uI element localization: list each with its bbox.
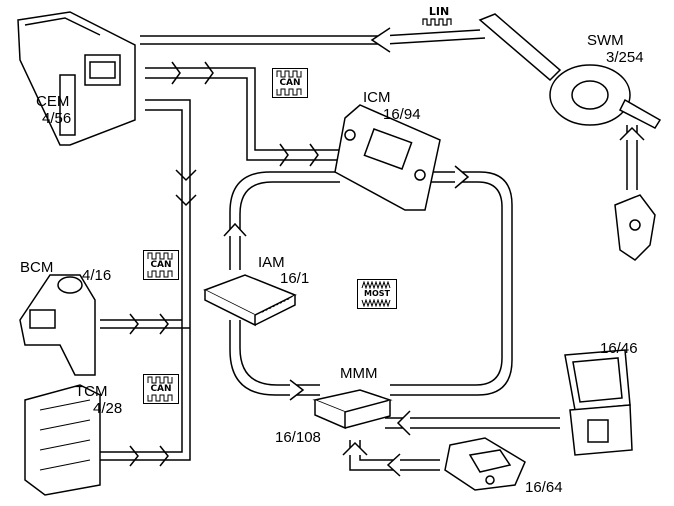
swm-code-label: 3/254 — [606, 49, 644, 66]
lin-bus-link — [140, 27, 486, 53]
swm-module — [478, 13, 662, 129]
mmm-module — [312, 389, 393, 430]
can-badge-top: CAN — [272, 68, 308, 98]
bcm-name-label: BCM — [20, 259, 54, 276]
can-wave-icon-bcm — [147, 252, 173, 260]
most-label: MOST — [364, 289, 390, 298]
can-label-top: CAN — [279, 78, 301, 88]
cem-module — [17, 11, 136, 146]
link-mmm-display — [385, 410, 560, 436]
sensor-module — [614, 194, 656, 261]
can-wave-icon-bcm-lower — [147, 270, 173, 278]
display-code-label: 16/46 — [600, 340, 638, 357]
bcm-module — [19, 274, 96, 376]
can-wave-icon-tcm — [147, 376, 173, 384]
most-wave-icon — [361, 281, 391, 289]
most-badge: MOST — [357, 279, 397, 309]
can-wave-icon-top-lower — [276, 88, 302, 96]
mmm-name-label: MMM — [340, 365, 378, 382]
icm-code-label: 16/94 — [383, 106, 421, 123]
can-badge-bcm: CAN — [143, 250, 179, 280]
can-wave-icon-top — [276, 70, 302, 78]
lin-badge: LIN — [421, 6, 457, 26]
most-ring — [223, 165, 513, 401]
bcm-code-label: 4/16 — [82, 267, 112, 284]
can-link-cem-icm — [145, 61, 340, 167]
link-panel-mmm — [342, 440, 440, 477]
iam-module — [203, 274, 297, 327]
control-panel-module — [444, 437, 526, 491]
swm-name-label: SWM — [587, 32, 624, 49]
lin-label: LIN — [428, 5, 450, 18]
can-badge-tcm: CAN — [143, 374, 179, 404]
most-wave-icon-lower — [361, 299, 391, 307]
icm-module — [334, 104, 441, 211]
can-label-tcm: CAN — [150, 384, 172, 394]
can-wave-icon-tcm-lower — [147, 394, 173, 402]
icm-name-label: ICM — [363, 89, 391, 106]
cem-code-label: 4/56 — [42, 110, 72, 127]
cem-name-label: CEM — [36, 93, 70, 110]
iam-name-label: IAM — [258, 254, 285, 271]
can-trunk — [100, 99, 197, 467]
display-module — [564, 349, 633, 456]
mmm-code-label: 16/108 — [275, 429, 321, 446]
lin-wave-icon — [422, 18, 452, 26]
can-label-bcm: CAN — [150, 260, 172, 270]
tcm-name-label: TCM — [75, 383, 108, 400]
tcm-code-label: 4/28 — [93, 400, 123, 417]
control-panel-code-label: 16/64 — [525, 479, 563, 496]
tcm-module — [24, 384, 101, 496]
link-sensor-swm — [619, 125, 645, 190]
iam-code-label: 16/1 — [280, 270, 310, 287]
